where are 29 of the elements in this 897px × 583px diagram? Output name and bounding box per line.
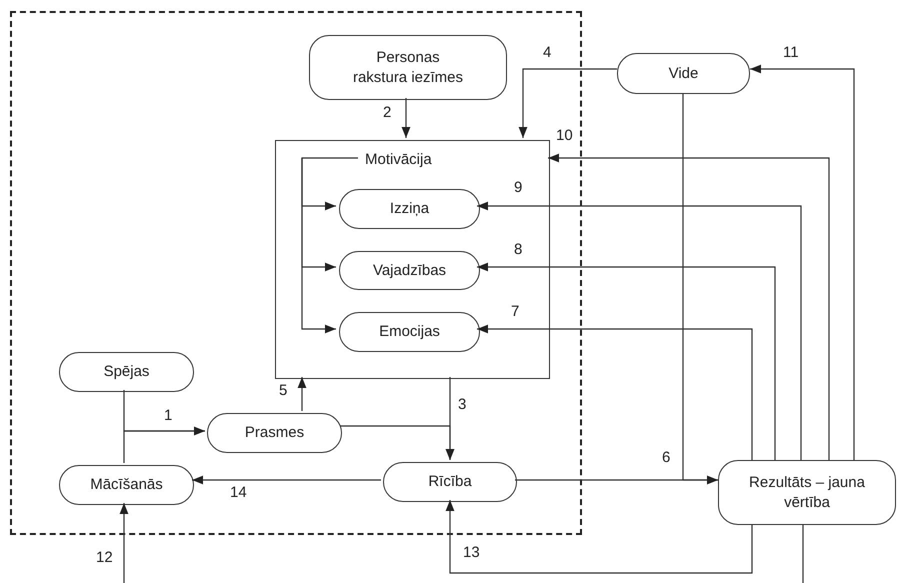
arrow bbox=[192, 476, 381, 484]
arrow bbox=[518, 68, 617, 138]
rounded-box: Mācīšanās bbox=[59, 465, 194, 505]
arrow bbox=[446, 500, 753, 574]
dashed-boundary bbox=[10, 11, 582, 535]
arrow bbox=[477, 202, 802, 460]
group-title: Motivācija bbox=[363, 151, 434, 169]
rounded-box: Emocijas bbox=[339, 312, 480, 352]
arrow bbox=[477, 324, 753, 460]
arrow bbox=[301, 157, 358, 210]
arrow bbox=[402, 98, 410, 138]
rounded-box: Rīcība bbox=[383, 462, 517, 502]
rounded-box: Vajadzības bbox=[339, 251, 480, 290]
arrow bbox=[477, 262, 776, 460]
rounded-box: Personas rakstura iezīmes bbox=[309, 35, 507, 100]
rounded-box: Vide bbox=[617, 53, 750, 94]
arrow bbox=[548, 154, 830, 460]
arrow bbox=[298, 377, 306, 411]
arrow bbox=[120, 503, 128, 583]
arrow bbox=[750, 64, 855, 460]
rounded-box: Prasmes bbox=[207, 413, 342, 453]
rounded-box: Izziņa bbox=[339, 189, 480, 229]
arrow bbox=[301, 158, 336, 334]
arrow bbox=[515, 476, 718, 484]
arrow bbox=[446, 377, 454, 460]
rounded-box: Spējas bbox=[59, 352, 194, 392]
arrow bbox=[123, 426, 205, 463]
group-box bbox=[275, 140, 550, 379]
rounded-box: Rezultāts – jauna vērtība bbox=[718, 460, 896, 525]
